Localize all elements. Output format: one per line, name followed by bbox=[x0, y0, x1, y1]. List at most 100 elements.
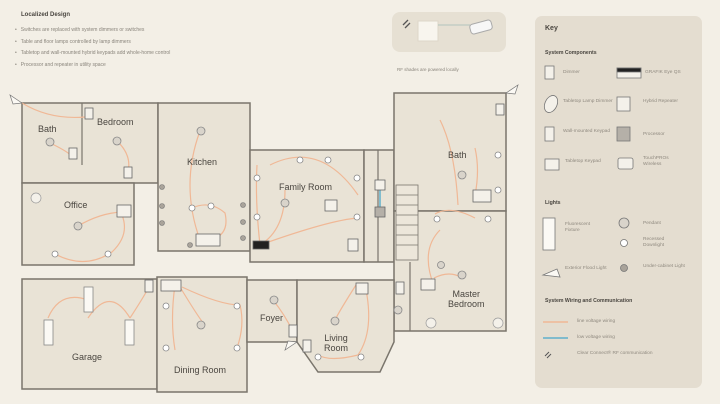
key-label-dimmer: Dimmer bbox=[563, 70, 580, 75]
tabletop-lamp-dimmer-icon bbox=[492, 317, 504, 329]
recessed-downlight-icon bbox=[162, 344, 170, 352]
recessed-downlight-icon bbox=[433, 215, 441, 223]
pendant-icon bbox=[330, 316, 340, 326]
pendant-icon bbox=[112, 136, 122, 146]
key-label-under-cabinet: Under-cabinet Light bbox=[643, 264, 685, 269]
wall-keypad-icon bbox=[355, 282, 369, 295]
rf-shade-illustration bbox=[392, 12, 506, 52]
recessed-downlight-icon bbox=[314, 353, 322, 361]
exterior-flood-lights bbox=[9, 84, 519, 351]
under-cabinet-lights bbox=[159, 184, 246, 248]
wall-keypad-icon bbox=[160, 279, 182, 292]
stairs bbox=[395, 184, 419, 261]
room-label-foyer: Foyer bbox=[260, 313, 284, 323]
intro-bullet: Tabletop and wall-mounted hybrid keypads… bbox=[15, 50, 171, 56]
tabletop-keypad-icon bbox=[544, 158, 560, 171]
dimmer-icon bbox=[544, 65, 555, 80]
room-label-garage: Garage bbox=[72, 352, 103, 362]
grafik-eye-icon bbox=[195, 233, 221, 247]
wall-keypad-icon bbox=[544, 126, 555, 142]
under-cabinet-light-icon bbox=[240, 202, 246, 208]
recessed-downlight-icon bbox=[253, 174, 261, 182]
key-label-processor: Processor bbox=[643, 132, 665, 137]
key-label-wall-keypad: Wall-mounted Keypad bbox=[563, 129, 611, 134]
pendant-icon bbox=[45, 137, 55, 147]
intro-bullet: Switches are replaced with system dimmer… bbox=[15, 27, 170, 33]
intro-bullet: Table and floor lamps controlled by lamp… bbox=[15, 39, 170, 45]
rf-communication-icon bbox=[544, 351, 552, 359]
pendant-icon bbox=[393, 305, 403, 315]
rf-communication-icon bbox=[402, 19, 411, 29]
key-title: Key bbox=[545, 25, 558, 32]
key-label-grafik-eye: GRAFIK Eye QS bbox=[645, 70, 681, 75]
intro-bullets: Switches are replaced with system dimmer… bbox=[15, 27, 171, 68]
recessed-downlight-icon bbox=[207, 202, 215, 210]
wall-keypad-icon bbox=[347, 238, 359, 252]
key-label-rf: Clear Connect® RF communication bbox=[577, 351, 653, 356]
components-heading: System Components bbox=[545, 50, 597, 56]
tabletop-lamp-dimmer-icon bbox=[543, 95, 559, 113]
under-cabinet-light-icon bbox=[187, 242, 193, 248]
shade-power-supply-icon bbox=[469, 19, 493, 35]
key-label-touchpro: TouchPROs Wireless bbox=[643, 156, 669, 167]
pendant-icon bbox=[73, 221, 83, 231]
fluorescent-fixture-icon bbox=[43, 319, 54, 346]
room-living bbox=[296, 279, 395, 373]
recessed-downlight-icon bbox=[357, 353, 365, 361]
dimmer-icon bbox=[495, 103, 505, 116]
key-label-pendant: Pendant bbox=[643, 221, 661, 226]
recessed-downlight-icon bbox=[494, 186, 502, 194]
room-label-line: Master bbox=[452, 289, 481, 299]
dimmer-icon bbox=[288, 324, 298, 338]
key-label-tabletop-keypad: Tabletop Keypad bbox=[565, 159, 601, 164]
room-label-family-room: Family Room bbox=[279, 182, 333, 192]
tabletop-lamp-dimmer-icon bbox=[425, 317, 437, 329]
fluorescent-fixture-icon bbox=[542, 217, 556, 251]
pendant-icon bbox=[437, 261, 445, 269]
recessed-downlight-icon bbox=[233, 302, 241, 310]
recessed-downlight-icon bbox=[233, 344, 241, 352]
recessed-downlight-icon bbox=[620, 239, 628, 247]
pendant-lights bbox=[45, 126, 467, 330]
recessed-downlight-icon bbox=[253, 213, 261, 221]
pendant-icon bbox=[457, 170, 467, 180]
dimmer-icon bbox=[123, 166, 133, 179]
room-hall bbox=[363, 149, 395, 263]
room-label-line: Room bbox=[324, 343, 349, 353]
fluorescent-fixture-icon bbox=[83, 286, 94, 313]
pendant-icon bbox=[618, 217, 630, 229]
floor-plan bbox=[9, 84, 519, 393]
key-label-line-voltage: line voltage wiring bbox=[577, 319, 616, 324]
room-label-line: Living bbox=[324, 333, 348, 343]
fluorescent-fixture-icon bbox=[124, 319, 135, 346]
grafik-eye-icon bbox=[252, 240, 270, 250]
exterior-flood-light-icon bbox=[505, 84, 519, 95]
room-label-office: Office bbox=[64, 200, 88, 210]
pendant-icon bbox=[269, 295, 279, 305]
dimmer-icon bbox=[144, 279, 154, 293]
processor-icon bbox=[374, 206, 386, 218]
intro-panel: Localized Design Switches are replaced w… bbox=[15, 12, 171, 73]
under-cabinet-light-icon bbox=[240, 235, 246, 241]
pendant-icon bbox=[457, 270, 467, 280]
recessed-downlight-icon bbox=[162, 302, 170, 310]
wall-keypad-icon bbox=[472, 189, 492, 203]
touchpro-icon bbox=[617, 157, 634, 170]
recessed-downlights bbox=[51, 151, 502, 361]
exterior-flood-light-icon bbox=[284, 340, 298, 351]
room-kitchen bbox=[157, 102, 251, 252]
dimmer-icon bbox=[302, 339, 312, 353]
wiring-heading: System Wiring and Communication bbox=[545, 298, 633, 304]
hybrid-repeater-icon bbox=[374, 179, 386, 191]
room-label-bath: Bath bbox=[38, 124, 57, 134]
room-label-bath-2: Bath bbox=[448, 150, 467, 160]
under-cabinet-light-icon bbox=[159, 184, 165, 190]
pendant-icon bbox=[196, 126, 206, 136]
key-icons bbox=[541, 65, 642, 359]
pendant-icon bbox=[196, 320, 206, 330]
recessed-downlight-icon bbox=[494, 151, 502, 159]
pendant-icon bbox=[280, 198, 290, 208]
shade-panel-icon bbox=[417, 20, 439, 42]
dimmer-icon bbox=[68, 147, 78, 160]
